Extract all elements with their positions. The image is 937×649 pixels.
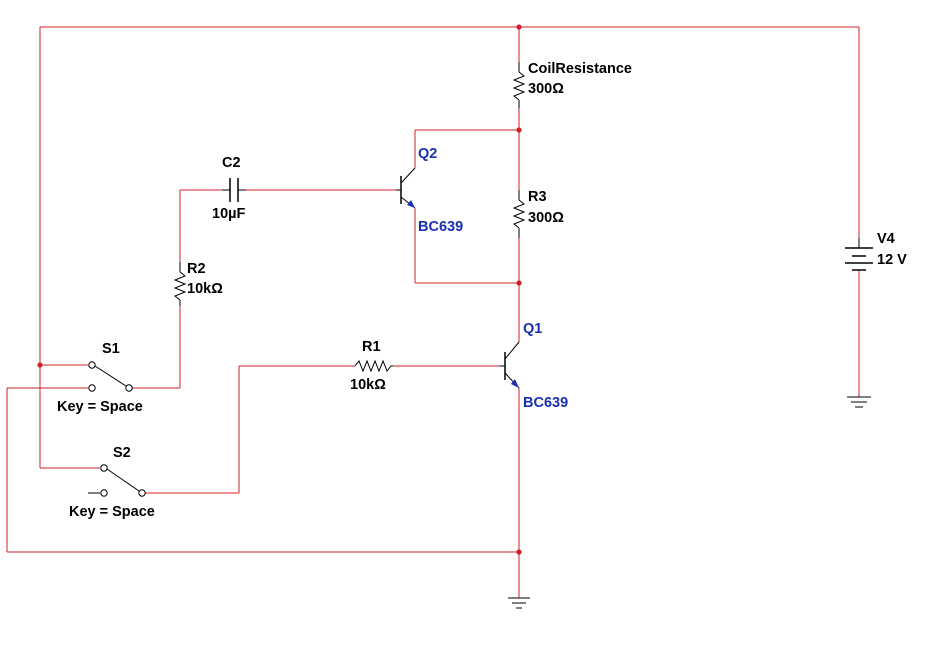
s1-switch[interactable]	[88, 361, 133, 392]
r1-name: R1	[362, 339, 381, 355]
junctions	[37, 24, 522, 555]
r1-resistor	[354, 359, 393, 373]
r2-value: 10kΩ	[187, 281, 223, 297]
s1-key: Key = Space	[57, 399, 143, 415]
q1-transistor	[500, 341, 520, 389]
q2-model: BC639	[418, 219, 463, 235]
q2-name: Q2	[418, 146, 437, 162]
coil-resistor	[512, 62, 526, 108]
r2-name: R2	[187, 261, 206, 277]
r2-resistor	[173, 262, 187, 306]
s2-switch[interactable]	[88, 464, 146, 497]
q1-name: Q1	[523, 321, 542, 337]
v4-value: 12 V	[877, 252, 907, 268]
r3-name: R3	[528, 189, 547, 205]
c2-value: 10µF	[212, 206, 245, 222]
r3-value: 300Ω	[528, 210, 564, 226]
q1-model: BC639	[523, 395, 568, 411]
s2-name: S2	[113, 445, 131, 461]
v4-name: V4	[877, 231, 895, 247]
c2-capacitor	[222, 178, 246, 202]
coil-resistor-name: CoilResistance	[528, 61, 632, 77]
ground-icon	[508, 597, 530, 609]
ground-icon	[847, 396, 871, 408]
v4-battery	[845, 238, 873, 271]
c2-name: C2	[222, 155, 241, 171]
coil-resistor-value: 300Ω	[528, 81, 564, 97]
wires	[6, 26, 860, 598]
r3-resistor	[512, 190, 526, 238]
q2-transistor	[396, 167, 416, 209]
r1-value: 10kΩ	[350, 377, 386, 393]
s2-key: Key = Space	[69, 504, 155, 520]
s1-name: S1	[102, 341, 120, 357]
